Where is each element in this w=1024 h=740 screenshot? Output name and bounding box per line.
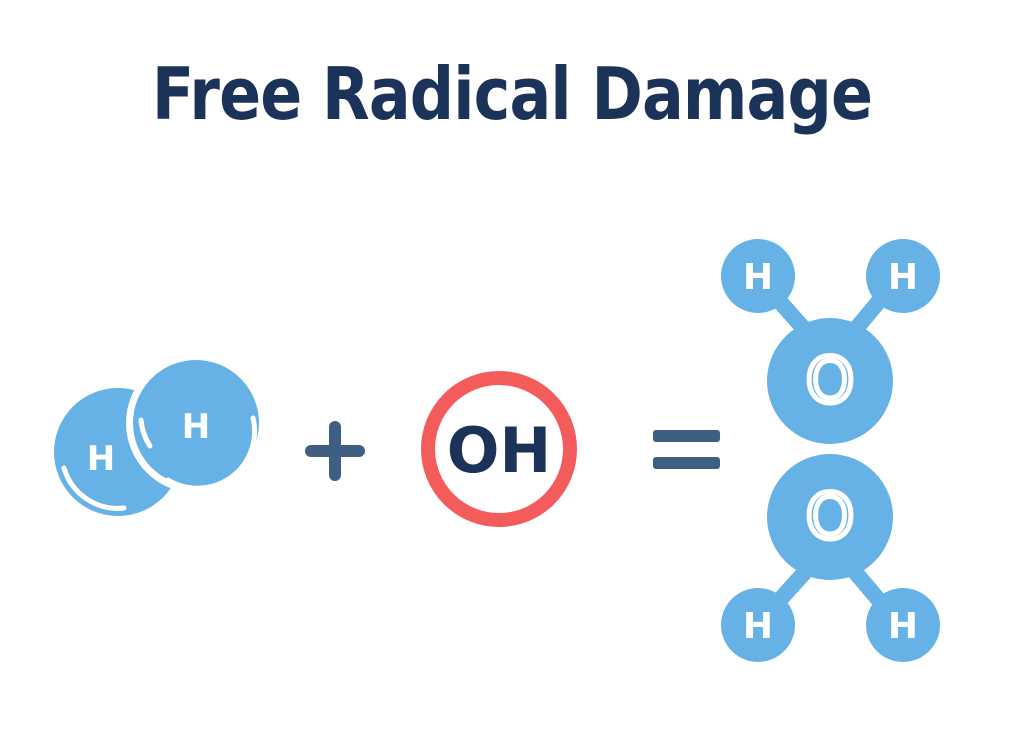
- hydroxyl-radical-icon: OH: [421, 371, 577, 527]
- hydrogen-atom-top-left: [721, 239, 795, 313]
- hydrogen-molecule-icon: H H: [54, 353, 266, 516]
- hydrogen-atom-bottom-left: [721, 588, 795, 662]
- hydrogen-label-top-right: H: [888, 257, 918, 298]
- oxygen-label-lower: O: [806, 480, 855, 553]
- plus-icon: [305, 421, 365, 481]
- hydrogen-label-top-left: H: [743, 257, 773, 298]
- equals-icon: [653, 430, 720, 469]
- hydroxyl-label: OH: [447, 414, 552, 487]
- hydrogen-atom-bottom-right: [866, 588, 940, 662]
- oxygen-atom-lower: [767, 454, 893, 580]
- page-title: Free Radical Damage: [151, 52, 873, 136]
- product-molecule-icon: H H H H O O: [721, 239, 940, 662]
- oxygen-label-upper: O: [806, 344, 855, 417]
- radical-ring: [421, 371, 577, 527]
- hydrogen-label-bottom-left: H: [743, 606, 773, 647]
- oxygen-atom-upper: [767, 318, 893, 444]
- hydrogen-atom-right: [133, 360, 259, 486]
- hydrogen-label-right: H: [182, 407, 210, 447]
- hydrogen-atom-top-right: [866, 239, 940, 313]
- hydrogen-label-left: H: [87, 439, 115, 479]
- hydrogen-label-bottom-right: H: [888, 606, 918, 647]
